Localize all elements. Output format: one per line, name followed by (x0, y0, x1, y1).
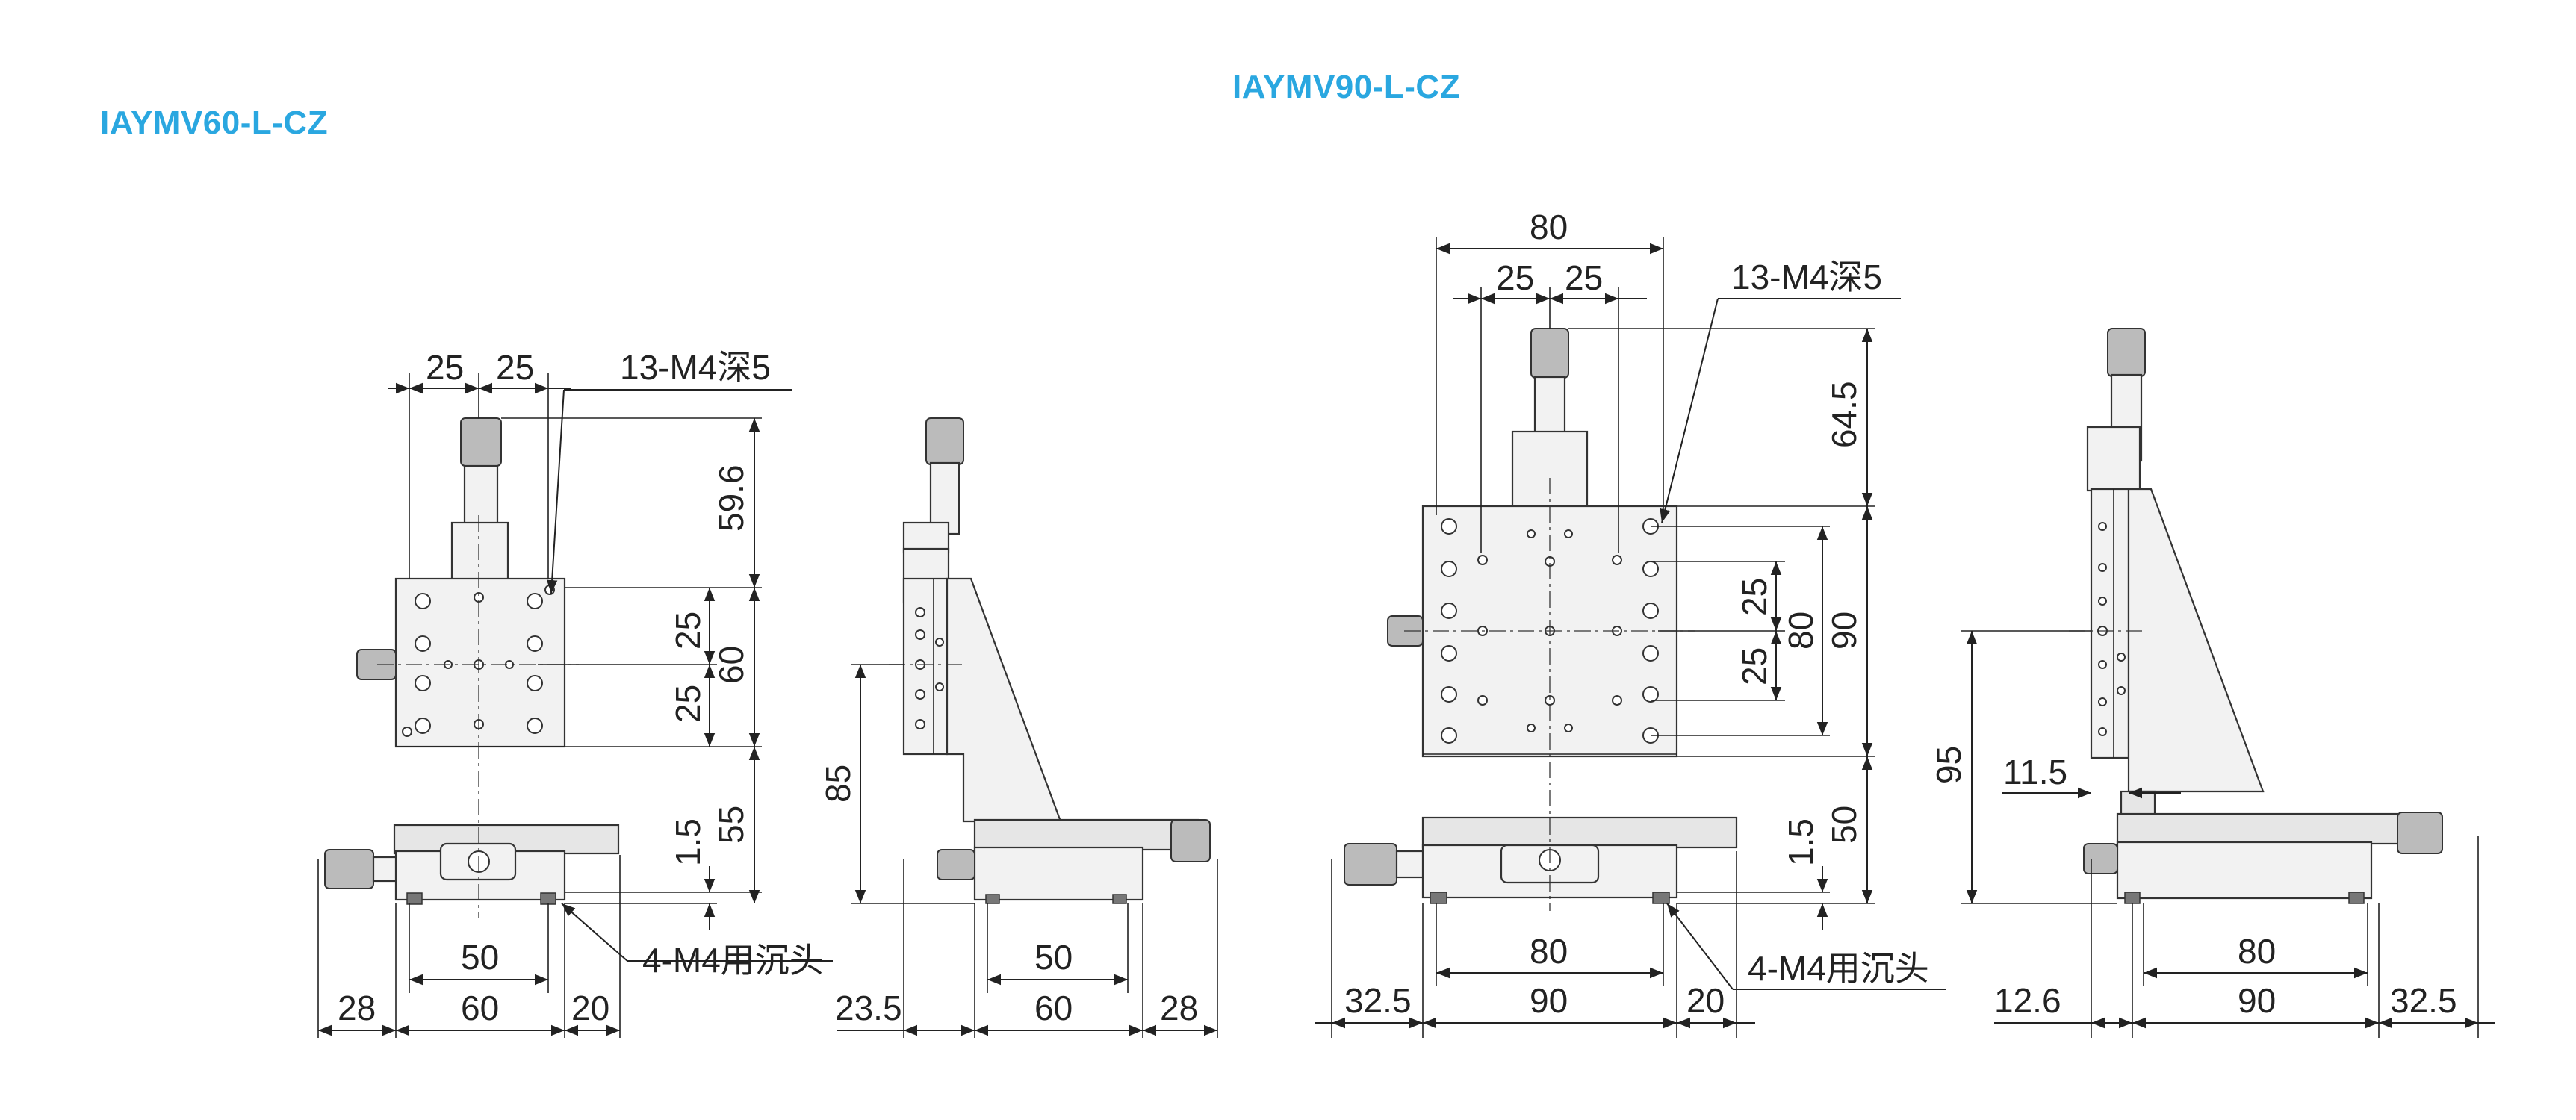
dim-80-span: 80 (1781, 612, 1820, 650)
mount-holes (402, 585, 555, 737)
side-lower-stage (973, 818, 1200, 851)
dim-bottom-20: 20 (571, 989, 609, 1027)
dim-bottom-50: 50 (461, 938, 499, 977)
v60-top-view: 25 25 13-M4深5 59.6 25 60 25 1.5 55 4-M4用… (317, 348, 833, 1038)
hole-callout-top-90: 13-M4深5 (1731, 258, 1882, 296)
dim-25-upper: 25 (668, 612, 707, 650)
dim-90-bottom-80: 80 (1530, 932, 1568, 971)
dim-top-25b: 25 (496, 348, 534, 387)
dim-side-28: 28 (1160, 989, 1198, 1027)
bottom-callout-90: 4-M4用沉头 (1748, 949, 1929, 988)
dim-1-5: 1.5 (668, 818, 707, 866)
v90-top-view: 80 25 25 13-M4深5 64.5 25 80 90 25 1.5 50 (1315, 208, 1946, 1038)
micrometer-mount-90 (1511, 430, 1589, 508)
dim-90-bottom-20: 20 (1686, 981, 1725, 1020)
dim-85: 85 (819, 765, 857, 803)
dim-90-1-5: 1.5 (1781, 818, 1820, 866)
dim-top-25a: 25 (426, 348, 464, 387)
dim-side90-90: 90 (2238, 981, 2276, 1020)
vertical-plate-90 (2090, 488, 2130, 759)
gusset (946, 577, 1062, 823)
side-micrometer-knob (925, 417, 964, 465)
dim-50: 50 (1825, 806, 1863, 844)
dim-side-23-5: 23.5 (835, 989, 902, 1027)
dim-top-90-25b: 25 (1565, 258, 1603, 297)
v60-side-view: 85 50 23.5 60 28 (819, 417, 1218, 1038)
dim-90-25-lower: 25 (1735, 647, 1774, 685)
bottom-callout-60: 4-M4用沉头 (642, 941, 824, 980)
title-iaymv90: IAYMV90-L-CZ (1232, 69, 1461, 105)
dim-64-5: 64.5 (1825, 381, 1863, 448)
side-base-90 (2116, 841, 2373, 900)
micrometer-knob (460, 417, 502, 467)
dim-90-bottom-32-5: 32.5 (1344, 981, 1412, 1020)
dim-bottom-60: 60 (461, 989, 499, 1027)
dim-side-60: 60 (1034, 989, 1073, 1027)
lower-knob-90 (1344, 843, 1397, 886)
dim-side-50: 50 (1034, 938, 1073, 977)
dim-59-6: 59.6 (712, 464, 751, 532)
dim-55: 55 (712, 806, 751, 844)
dim-60-height: 60 (712, 646, 751, 684)
side-knob (356, 649, 397, 680)
dim-side90-80: 80 (2238, 932, 2276, 971)
dim-90-height: 90 (1825, 612, 1863, 650)
dim-25-lower: 25 (668, 685, 707, 723)
dim-11-5: 11.5 (2003, 753, 2067, 791)
vertical-plate (902, 577, 949, 756)
dim-top-80: 80 (1530, 208, 1568, 246)
dim-side90-12-6: 12.6 (1994, 981, 2061, 1020)
dim-90-25-upper: 25 (1735, 578, 1774, 616)
side-micrometer-knob-90 (2107, 328, 2146, 377)
plate-holes (915, 607, 944, 729)
v90-side-view: 95 11.5 80 12.6 90 32.5 (1929, 328, 2495, 1038)
micrometer-barrel (463, 464, 499, 526)
mount-holes-90 (1441, 518, 1659, 744)
dim-side90-32-5: 32.5 (2390, 981, 2457, 1020)
gusset-90 (2127, 488, 2265, 793)
title-iaymv60: IAYMV60-L-CZ (100, 105, 329, 141)
side-lower-stage-90 (2116, 812, 2433, 845)
hole-callout-top-60: 13-M4深5 (620, 348, 771, 387)
dim-95: 95 (1929, 746, 1968, 784)
lower-stage-90 (1421, 816, 1738, 849)
micrometer-mount (450, 521, 509, 581)
dim-top-90-25a: 25 (1496, 258, 1534, 297)
lower-knob (324, 849, 374, 889)
micrometer-knob-90 (1530, 328, 1569, 379)
dim-bottom-28: 28 (338, 989, 376, 1027)
side-base (973, 846, 1144, 901)
dim-90-bottom-90: 90 (1530, 981, 1568, 1020)
